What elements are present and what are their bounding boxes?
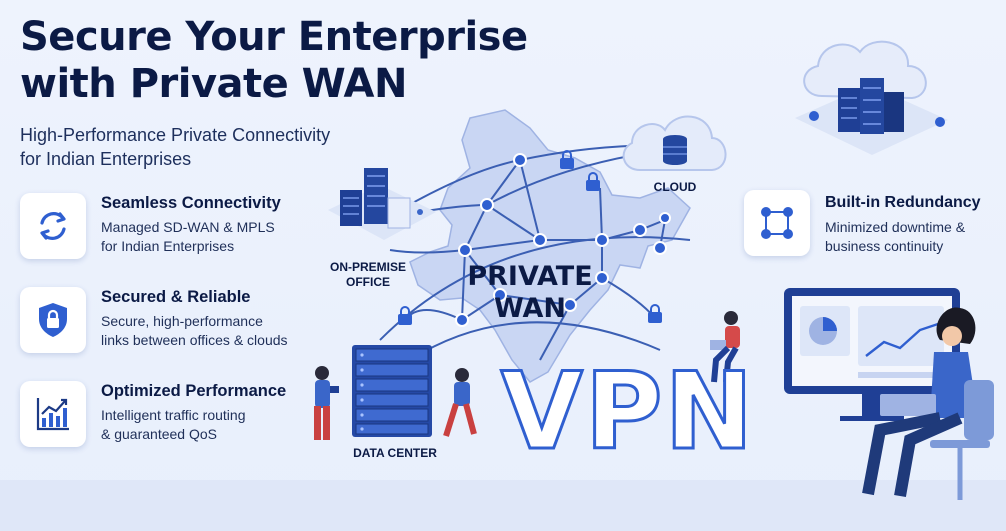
vpn-label: VPN	[501, 350, 755, 473]
person-sitting-laptop-illustration	[710, 311, 740, 383]
feature-secured-reliable: Secured & Reliable Secure, high-performa…	[20, 287, 340, 357]
monitor-dashboard-illustration	[784, 288, 960, 421]
title-line-1: Secure Your Enterprise	[20, 14, 528, 60]
chart-icon-tile	[20, 381, 86, 447]
feature-line-1: Intelligent traffic routing	[101, 407, 246, 423]
network-node	[455, 313, 469, 327]
network-node	[493, 288, 507, 302]
padlock-icon	[398, 306, 412, 325]
feature-line-1: Minimized downtime &	[825, 219, 966, 235]
feature-line-1: Secure, high-performance	[101, 313, 263, 329]
feature-line-2: & guaranteed QoS	[101, 426, 217, 442]
feature-line-1: Managed SD-WAN & MPLS	[101, 219, 275, 235]
network-node	[633, 223, 647, 237]
feature-description: Minimized downtime & business continuity	[825, 218, 965, 256]
subtitle: High-Performance Private Connectivity fo…	[20, 123, 330, 171]
private-label: PRIVATE	[467, 261, 592, 292]
person-at-desk-illustration	[862, 307, 994, 500]
subtitle-line-2: for Indian Enterprises	[20, 149, 192, 169]
feature-line-2: links between offices & clouds	[101, 332, 288, 348]
network-node	[595, 233, 609, 247]
feature-title: Seamless Connectivity	[101, 194, 281, 212]
feature-description: Secure, high-performance links between o…	[101, 312, 288, 350]
onpremise-label-line-2: OFFICE	[346, 275, 390, 289]
feature-line-2: for Indian Enterprises	[101, 238, 235, 254]
feature-description: Managed SD-WAN & MPLS for Indian Enterpr…	[101, 218, 275, 256]
network-icon-tile	[744, 190, 810, 256]
shield-icon-tile	[20, 287, 86, 353]
person-standing-tablet-illustration	[314, 366, 339, 440]
page-title: Secure Your Enterprise with Private WAN	[20, 14, 528, 108]
network-node	[659, 212, 671, 224]
network-node	[480, 198, 494, 212]
cloud-datacenter-icon	[795, 40, 948, 155]
feature-title: Secured & Reliable	[101, 288, 251, 306]
datacenter-rack-icon	[352, 345, 432, 437]
feature-description: Intelligent traffic routing & guaranteed…	[101, 406, 246, 444]
bar-chart-icon	[36, 398, 69, 431]
sync-icon	[40, 212, 66, 240]
subtitle-line-1: High-Performance Private Connectivity	[20, 125, 331, 145]
network-nodes-icon	[761, 207, 793, 239]
network-nodes	[455, 153, 671, 327]
network-node	[513, 153, 527, 167]
padlock-icons	[398, 150, 662, 325]
padlock-icon	[560, 150, 574, 169]
bottom-band	[0, 480, 1006, 531]
network-node	[563, 298, 577, 312]
feature-title: Built-in Redundancy	[825, 194, 981, 211]
network-node	[533, 233, 547, 247]
datacenter-label: DATA CENTER	[353, 446, 437, 460]
network-node	[458, 243, 472, 257]
onpremise-office-label: ON-PREMISE OFFICE	[318, 260, 418, 290]
onpremise-label-line-1: ON-PREMISE	[329, 260, 406, 274]
person-walking-illustration	[443, 368, 477, 437]
feature-line-2: business continuity	[825, 238, 944, 254]
feature-built-in-redundancy: Built-in Redundancy Minimized downtime &…	[744, 190, 994, 260]
feature-seamless-connectivity: Seamless Connectivity Managed SD-WAN & M…	[20, 193, 340, 263]
sync-icon-tile	[20, 193, 86, 259]
shield-lock-icon	[39, 303, 67, 337]
network-node	[595, 271, 609, 285]
cloud-database-icon	[622, 115, 727, 171]
padlock-icon	[586, 172, 600, 191]
title-line-2: with Private WAN	[20, 61, 407, 107]
network-links	[379, 144, 691, 361]
feature-optimized-performance: Optimized Performance Intelligent traffi…	[20, 381, 340, 451]
wan-label: WAN	[494, 293, 566, 324]
network-node	[653, 241, 667, 255]
onpremise-server-icon	[328, 168, 436, 240]
cloud-label: CLOUD	[653, 180, 697, 194]
padlock-icon	[648, 304, 662, 323]
feature-title: Optimized Performance	[101, 382, 287, 400]
